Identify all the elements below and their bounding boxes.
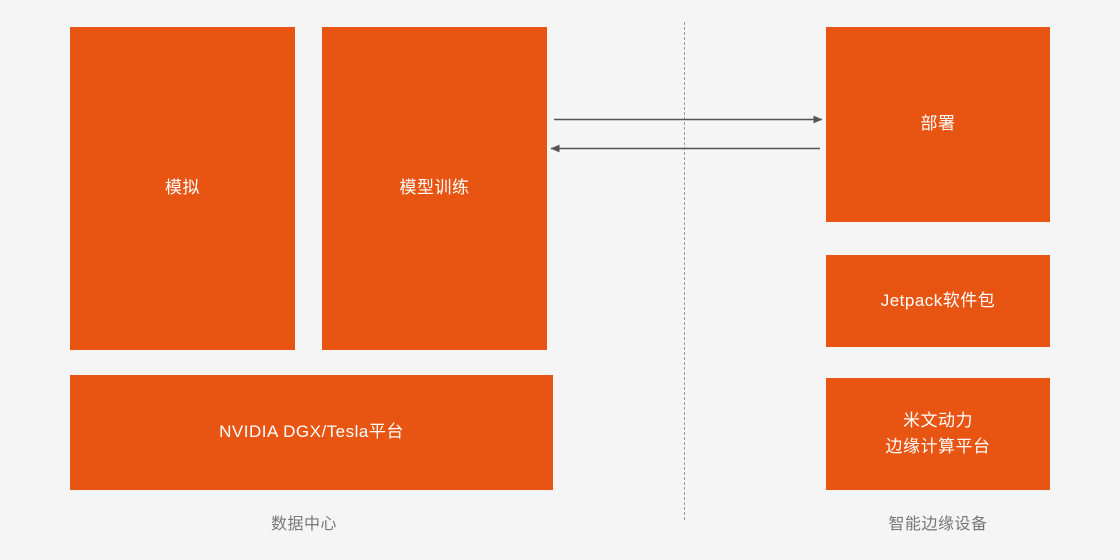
box-nvidia-dgx-tesla-platform[interactable]: NVIDIA DGX/Tesla平台 — [70, 375, 553, 490]
box-simulation[interactable]: 模拟 — [70, 27, 295, 350]
box-deployment[interactable]: 部署 — [826, 27, 1050, 222]
box-model-training[interactable]: 模型训练 — [322, 27, 547, 350]
caption-data-center: 数据中心 — [270, 516, 338, 533]
box-jetpack-software-package[interactable]: Jetpack软件包 — [826, 255, 1050, 347]
caption-intelligent-edge-device: 智能边缘设备 — [888, 516, 988, 533]
box-miivii-edge-computing-platform[interactable]: 米文动力 边缘计算平台 — [826, 378, 1050, 490]
group-divider — [684, 22, 685, 520]
